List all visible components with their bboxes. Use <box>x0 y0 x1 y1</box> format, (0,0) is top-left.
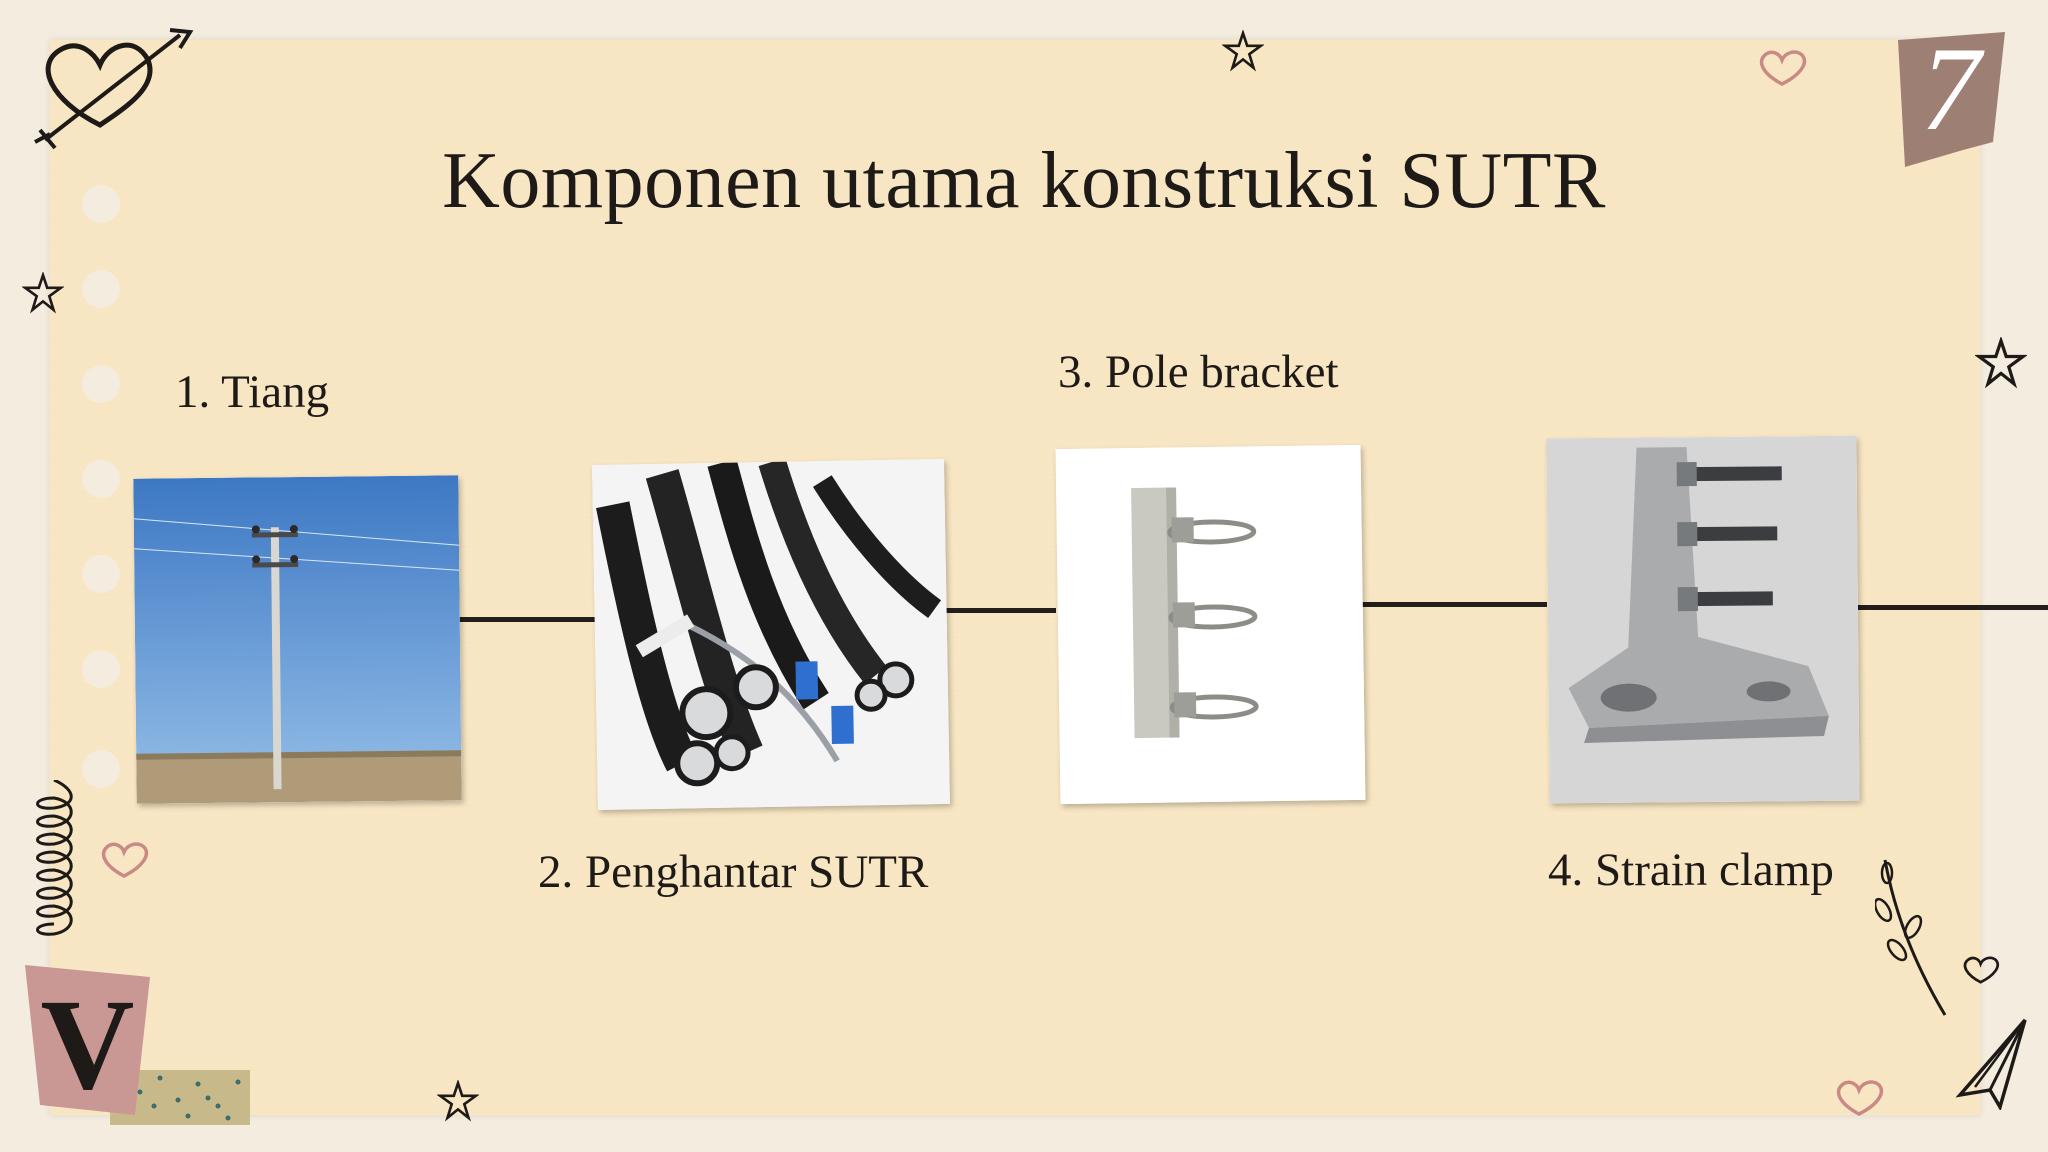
leaf-branch-icon <box>1875 859 1947 1016</box>
timeline-segment <box>1835 605 2048 610</box>
component-label-3: 3. Pole bracket <box>1058 346 1339 398</box>
page-number: 7 <box>1920 22 1981 155</box>
timeline-segment <box>908 608 1056 613</box>
component-label-2: 2. Penghantar SUTR <box>538 846 929 898</box>
component-label-4: 4. Strain clamp <box>1548 844 1834 896</box>
utility-pole-photo <box>133 475 462 804</box>
timeline-segment <box>450 617 598 622</box>
spiral-icon <box>36 780 73 936</box>
heart-icon <box>101 842 149 878</box>
star-icon <box>437 1080 479 1122</box>
star-icon <box>22 272 64 314</box>
component-label-1: 1. Tiang <box>175 366 330 418</box>
pole-bracket-photo <box>1055 444 1366 805</box>
heart-icon <box>1759 50 1807 86</box>
letter-badge <box>25 965 150 1115</box>
strain-clamp-photo <box>1546 435 1860 804</box>
star-icon <box>1222 30 1264 72</box>
timeline-segment <box>1362 602 1547 607</box>
paper-plane-icon <box>1955 1018 2027 1110</box>
slide-title: Komponen utama konstruksi SUTR <box>442 137 1606 225</box>
heart-arrow-icon <box>34 28 194 150</box>
heart-icon <box>1836 1080 1884 1116</box>
twisted-cable-photo <box>592 458 950 811</box>
heart-icon <box>1963 956 2000 984</box>
page-number-badge <box>1898 32 2005 167</box>
corner-letter: V <box>40 973 135 1117</box>
star-icon <box>1975 337 2027 389</box>
